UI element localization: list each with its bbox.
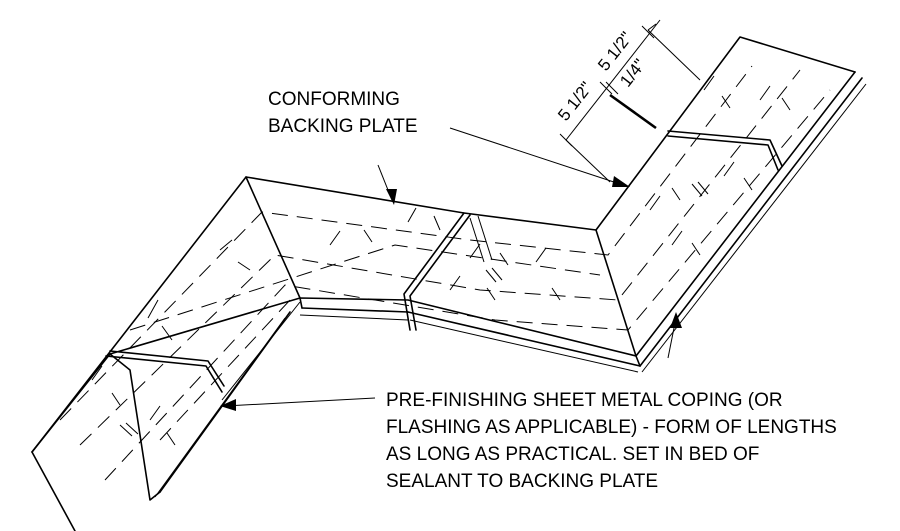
backing-plate-label-line2: BACKING PLATE — [268, 116, 418, 137]
coping-leader — [220, 312, 682, 411]
dimension-left-half: 5 1/2" — [554, 78, 596, 124]
coping-tick-marks — [91, 75, 791, 446]
dimension-gap: 1/4" — [616, 55, 649, 90]
dimension-lines — [559, 19, 701, 183]
coping-label-line3: AS LONG AS PRACTICAL. SET IN BED OF — [386, 444, 759, 465]
coping-label-line4: SEALANT TO BACKING PLATE — [386, 471, 658, 492]
coping-label-line1: PRE-FINISHING SHEET METAL COPING (OR — [386, 390, 783, 411]
coping-top-surface — [31, 36, 856, 453]
coping-seams — [105, 130, 783, 437]
backing-plate-leader — [377, 127, 630, 205]
coping-dashed-lines — [59, 65, 831, 481]
backing-plate-label-line1: CONFORMING — [268, 89, 400, 110]
coping-label-line2: FLASHING AS APPLICABLE) - FORM OF LENGTH… — [386, 417, 837, 438]
